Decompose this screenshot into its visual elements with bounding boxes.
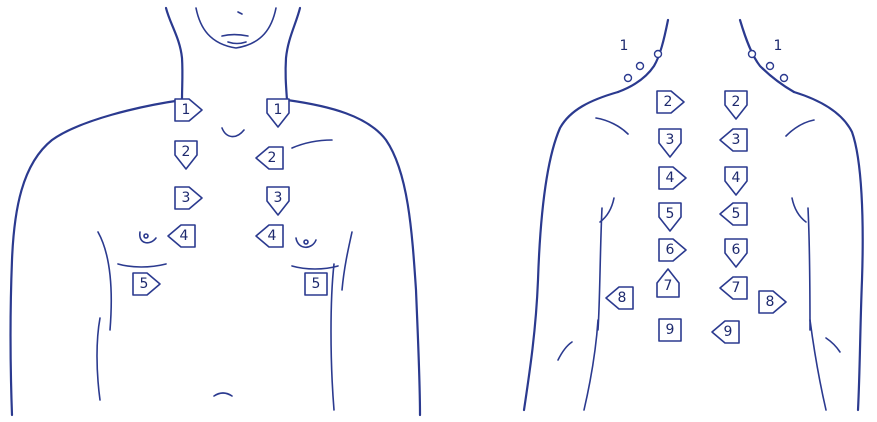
front-marker-label: 2 [268, 150, 277, 166]
back-marker-13: 8 [759, 291, 786, 313]
back-marker-11: 7 [720, 277, 747, 299]
back-marker-1: 2 [725, 91, 747, 119]
back-marker-10: 7 [657, 269, 679, 297]
back-marker-label: 5 [732, 206, 741, 222]
back-marker-label: 6 [732, 242, 741, 258]
back-marker-0: 2 [657, 91, 684, 113]
front-marker-1: 1 [267, 99, 289, 127]
front-marker-label: 2 [182, 144, 191, 160]
back-marker-label: 2 [664, 94, 673, 110]
back-marker-5: 4 [725, 167, 747, 195]
front-marker-label: 1 [274, 102, 283, 118]
front-marker-4: 3 [175, 187, 202, 209]
back-marker-label: 7 [664, 278, 673, 294]
back-marker-label: 8 [618, 290, 627, 306]
back-marker-7: 5 [720, 203, 747, 225]
back-marker-label: 8 [766, 294, 775, 310]
front-marker-6: 4 [168, 225, 195, 247]
back-marker-label: 2 [732, 94, 741, 110]
back-markers: 2 2 3 3 4 4 5 5 6 6 7 7 8 8 9 9 [606, 91, 786, 343]
front-marker-3: 2 [256, 147, 283, 169]
front-marker-label: 3 [182, 190, 191, 206]
back-marker-8: 6 [659, 239, 686, 261]
front-marker-label: 1 [182, 102, 191, 118]
back-marker-6: 5 [659, 203, 681, 231]
front-marker-label: 5 [140, 276, 149, 292]
back-marker-label: 4 [732, 170, 741, 186]
back-marker-2: 3 [659, 129, 681, 157]
front-marker-9: 5 [305, 273, 327, 295]
shoulder-label-left: 1 [620, 38, 629, 54]
back-marker-15: 9 [712, 321, 739, 343]
back-marker-label: 7 [732, 280, 741, 296]
back-marker-label: 3 [732, 132, 741, 148]
front-marker-2: 2 [175, 141, 197, 169]
back-torso-outline [524, 20, 863, 410]
front-marker-label: 4 [180, 228, 189, 244]
back-marker-label: 6 [666, 242, 675, 258]
front-marker-0: 1 [175, 99, 202, 121]
back-marker-label: 5 [666, 206, 675, 222]
back-marker-3: 3 [720, 129, 747, 151]
front-marker-8: 5 [133, 273, 160, 295]
back-marker-label: 4 [666, 170, 675, 186]
front-marker-label: 5 [312, 276, 321, 292]
front-marker-label: 4 [268, 228, 277, 244]
front-marker-7: 4 [256, 225, 283, 247]
front-marker-5: 3 [267, 187, 289, 215]
back-marker-14: 9 [659, 319, 681, 341]
back-marker-12: 8 [606, 287, 633, 309]
back-marker-9: 6 [725, 239, 747, 267]
back-marker-4: 4 [659, 167, 686, 189]
back-marker-label: 9 [666, 322, 675, 338]
front-marker-label: 3 [274, 190, 283, 206]
shoulder-label-right: 1 [774, 38, 783, 54]
back-marker-label: 9 [724, 324, 733, 340]
front-torso-outline [11, 8, 421, 415]
back-marker-label: 3 [666, 132, 675, 148]
